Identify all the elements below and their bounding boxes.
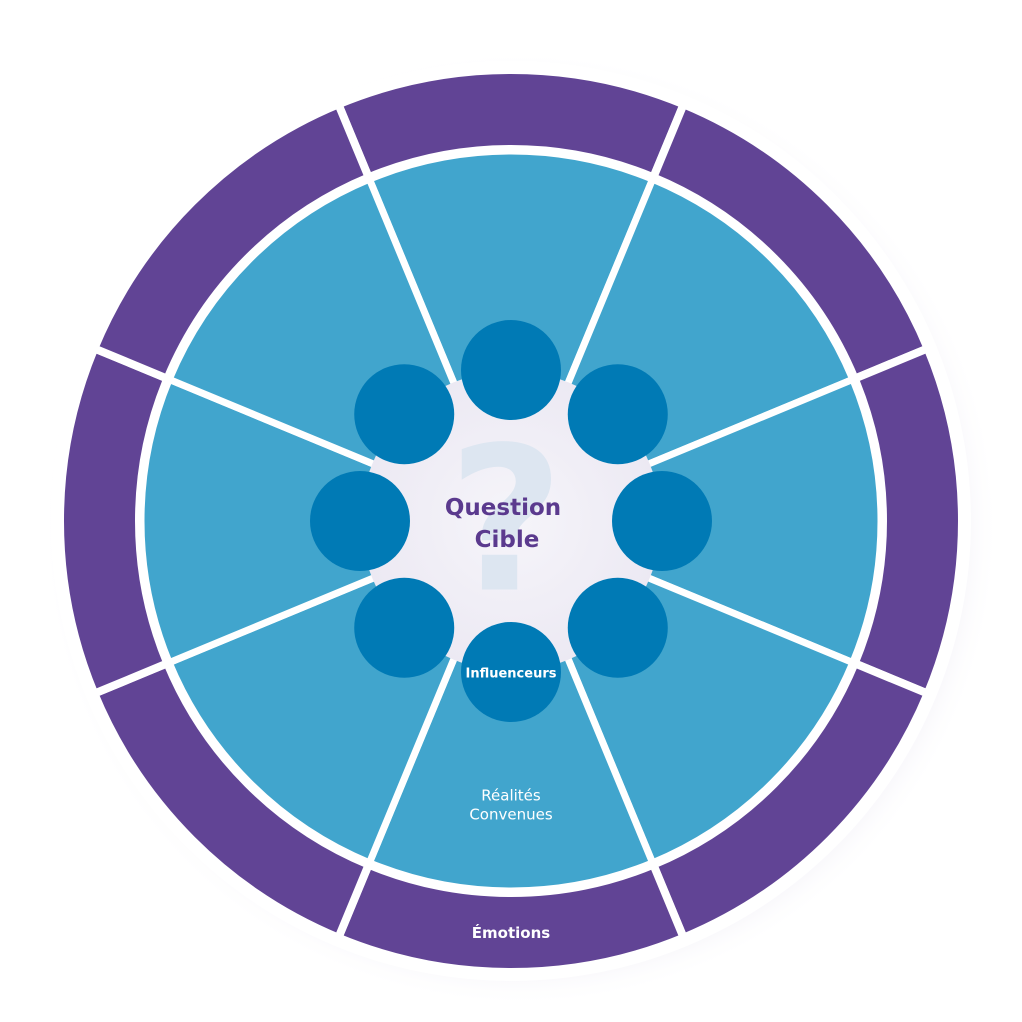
question-mark-watermark: ?	[448, 405, 564, 638]
inner-node-circle	[354, 364, 455, 465]
inner-node-circle	[310, 471, 410, 571]
inner-node-circle	[567, 364, 668, 465]
inner-node-circle	[567, 577, 668, 678]
middle-ring-label: Réalités	[481, 787, 541, 805]
inner-node-circle	[461, 622, 561, 722]
center-title-line1: Question	[445, 495, 561, 521]
inner-node-circle	[461, 320, 561, 420]
inner-node-circle	[612, 471, 712, 571]
inner-nodes	[310, 320, 712, 722]
middle-ring-label: Convenues	[469, 806, 553, 824]
outer-ring-label: Émotions	[472, 923, 550, 942]
inner-node-circle	[354, 577, 455, 678]
inner-node-label: Influenceurs	[466, 667, 557, 682]
center-title-line2: Cible	[475, 527, 540, 553]
